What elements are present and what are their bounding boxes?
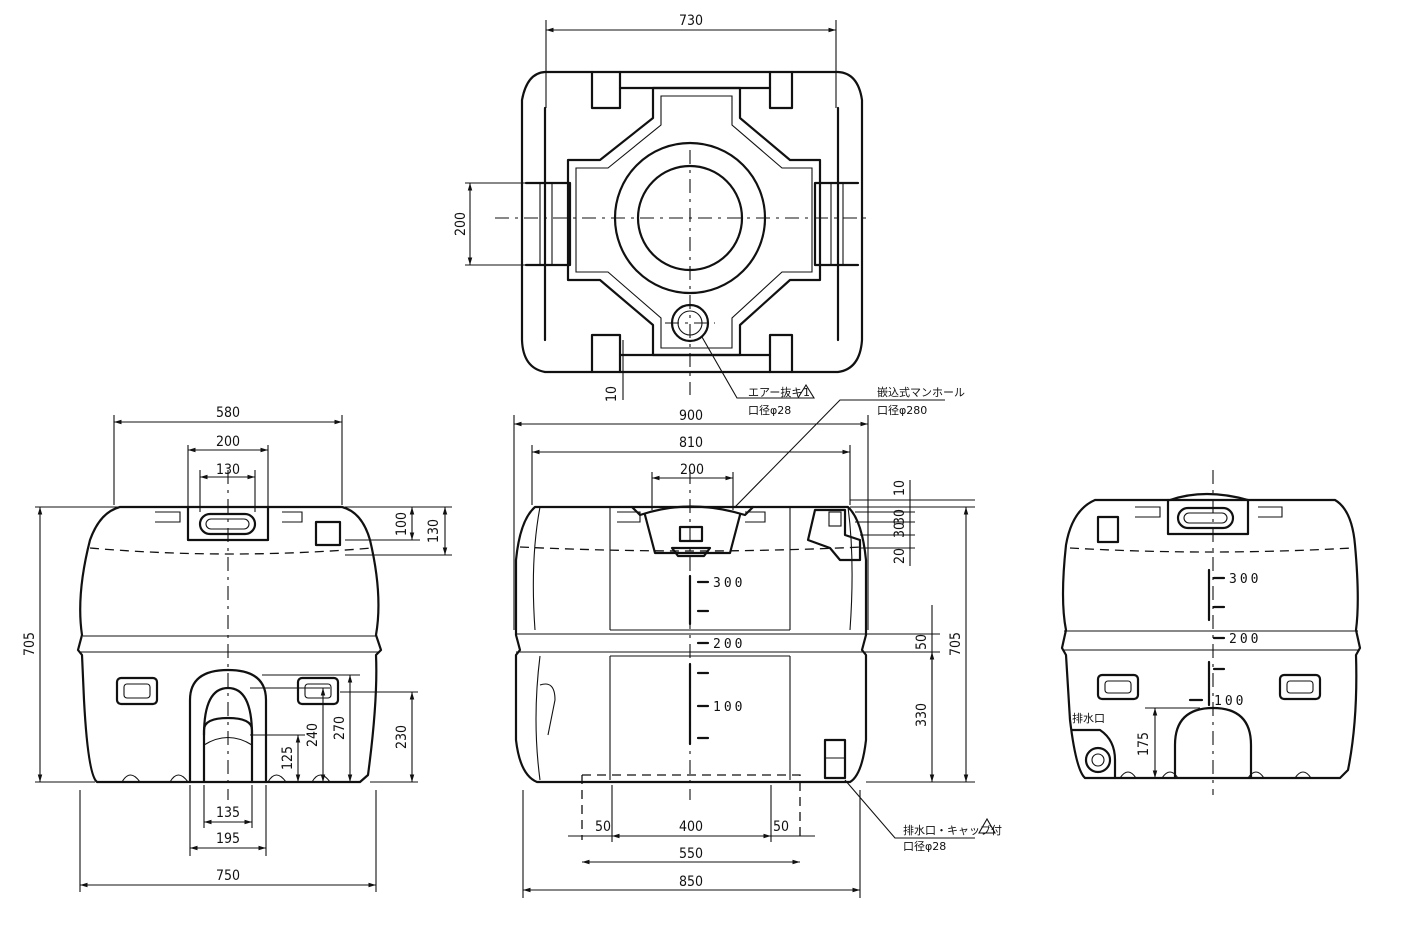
right-view: 300 200 100 排水口 175 bbox=[1060, 470, 1362, 795]
manhole-dia: 口径φ280 bbox=[877, 404, 927, 417]
dim-195: 195 bbox=[216, 831, 240, 847]
drain-port-label: 排水口 bbox=[1072, 711, 1105, 725]
air-vent-dia: 口径φ28 bbox=[748, 404, 791, 417]
dim-750: 750 bbox=[216, 868, 240, 884]
dim-705-front: 705 bbox=[948, 632, 964, 656]
scale-100-front: 100 bbox=[713, 700, 745, 715]
air-vent-label: エアー抜キ bbox=[748, 385, 802, 399]
front-view: 300 200 100 900 810 200 嵌込式マンホール 口径φ280 … bbox=[513, 386, 1002, 898]
dim-10-top: 10 bbox=[604, 386, 620, 402]
scale-100-right: 100 bbox=[1214, 694, 1246, 709]
dim-330: 330 bbox=[914, 703, 930, 727]
drain-dia: 口径φ28 bbox=[903, 840, 946, 853]
dim-580: 580 bbox=[216, 405, 240, 421]
warning-mark: 1 bbox=[803, 386, 810, 399]
scale-200-front: 200 bbox=[713, 637, 745, 652]
dim-230-left: 230 bbox=[394, 725, 410, 749]
scale-300-right: 300 bbox=[1229, 572, 1261, 587]
dim-100-left: 100 bbox=[394, 512, 410, 536]
dim-270: 270 bbox=[332, 716, 348, 740]
top-view: 730 200 10 エアー抜キ 1 口径φ28 bbox=[453, 13, 870, 417]
dim-550: 550 bbox=[679, 846, 703, 862]
dim-30b: 30 bbox=[892, 522, 908, 538]
dim-50a: 50 bbox=[595, 819, 611, 835]
dim-705-left: 705 bbox=[22, 632, 38, 656]
dim-50-front: 50 bbox=[914, 634, 930, 650]
dim-135: 135 bbox=[216, 805, 240, 821]
dim-850: 850 bbox=[679, 874, 703, 890]
dim-130-left: 130 bbox=[216, 462, 240, 478]
left-view: 580 200 130 100 130 705 270 230 240 125 bbox=[22, 405, 452, 892]
dim-200-top: 200 bbox=[453, 212, 469, 236]
dim-130-right: 130 bbox=[426, 519, 442, 543]
dim-200-left: 200 bbox=[216, 434, 240, 450]
dim-200-front: 200 bbox=[680, 462, 704, 478]
dim-50b: 50 bbox=[773, 819, 789, 835]
dim-10-front: 10 bbox=[892, 480, 908, 496]
dim-125: 125 bbox=[280, 746, 296, 770]
dim-20: 20 bbox=[892, 548, 908, 564]
dim-900: 900 bbox=[679, 408, 703, 424]
scale-300-front: 300 bbox=[713, 576, 745, 591]
dim-400: 400 bbox=[679, 819, 703, 835]
dim-810: 810 bbox=[679, 435, 703, 451]
scale-200-right: 200 bbox=[1229, 632, 1261, 647]
drain-label: 排水口・キャップ付 bbox=[903, 823, 1002, 837]
dim-175: 175 bbox=[1136, 732, 1152, 756]
dim-240: 240 bbox=[305, 723, 321, 747]
dim-730: 730 bbox=[679, 13, 703, 29]
dim-30a: 30 bbox=[892, 509, 908, 525]
manhole-label: 嵌込式マンホール bbox=[877, 386, 965, 399]
